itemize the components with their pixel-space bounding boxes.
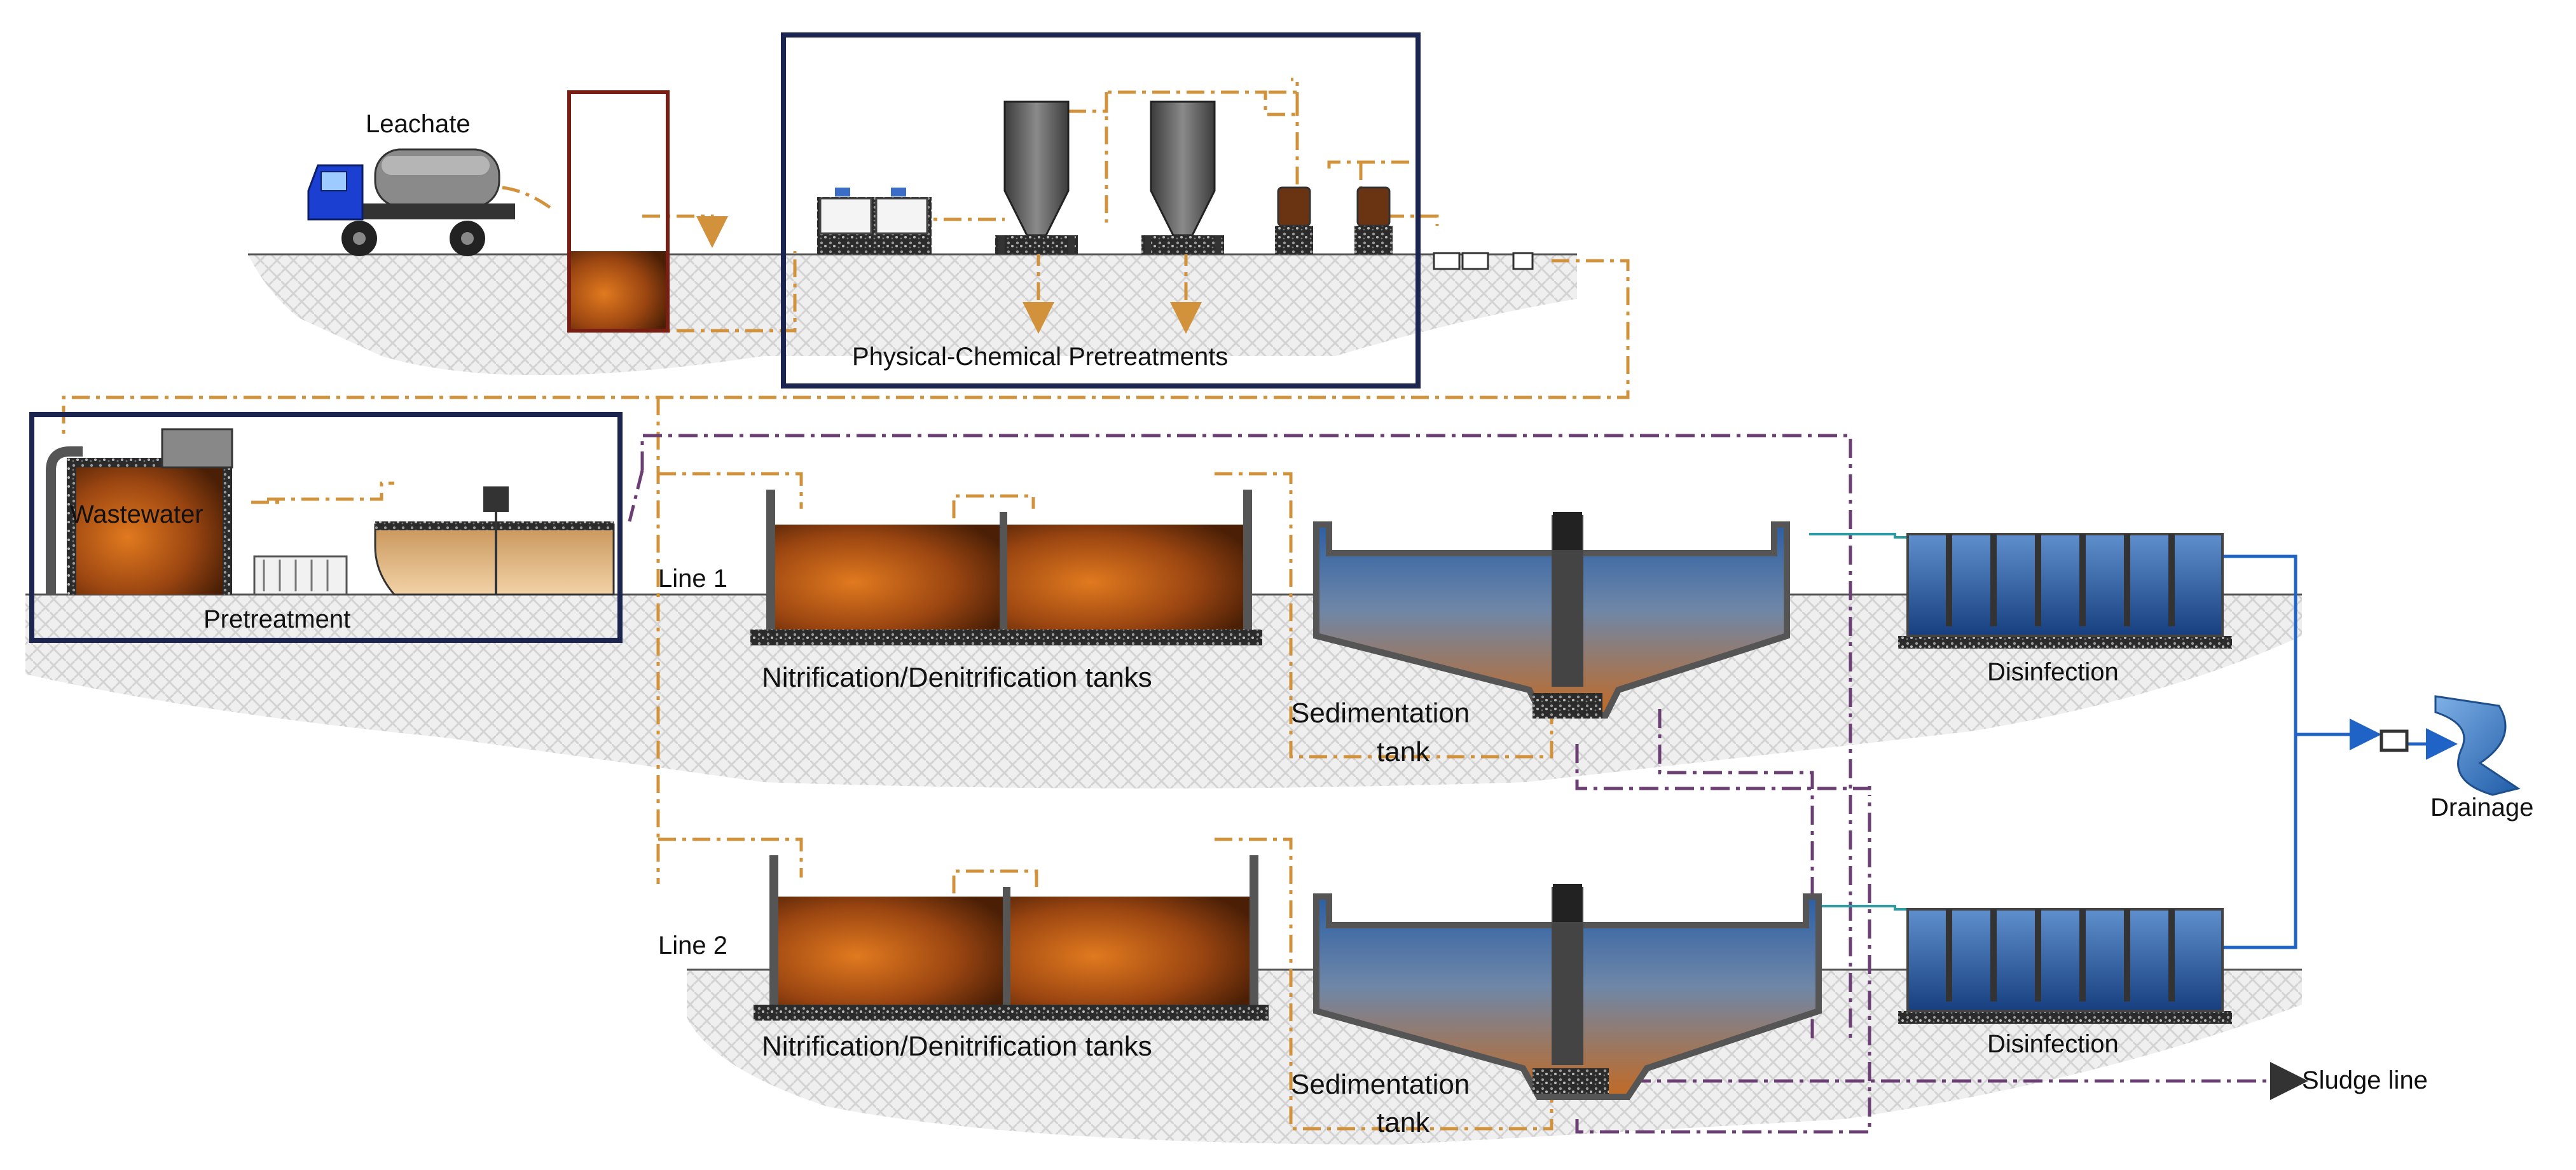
physical-chemical-label: Physical-Chemical Pretreatments (852, 343, 1228, 371)
pretreatment-label: Pretreatment (203, 605, 350, 633)
storage-tank (567, 90, 670, 333)
sedimentation-tank-line2 (1313, 884, 1822, 1100)
silo-1 (995, 100, 1078, 254)
nitrification-tanks-line1 (750, 490, 1262, 645)
physical-chemical-frame (781, 32, 1421, 389)
nitrification-label-line2: Nitrification/Denitrification tanks (762, 1031, 1152, 1062)
sand-tank (374, 486, 615, 596)
nitrification-tanks-line2 (754, 855, 1269, 1021)
sedimentation-tank-line1 (1313, 512, 1790, 719)
silo-2 (1141, 100, 1224, 254)
leachate-truck (307, 148, 515, 256)
disinfection-tank-line1 (1898, 533, 2232, 649)
sedimentation-label-line2-b: tank (1377, 1107, 1430, 1138)
drainage-label: Drainage (2430, 794, 2533, 822)
filters (1275, 186, 1393, 254)
wastewater-tank (46, 428, 233, 595)
screen-unit (253, 555, 348, 596)
drainage-outlet (2380, 695, 2521, 796)
disinfection-label-line1: Disinfection (1987, 658, 2119, 686)
disinfection-label-line2: Disinfection (1987, 1030, 2119, 1058)
leachate-label: Leachate (366, 110, 471, 138)
line1-label: Line 1 (658, 565, 727, 593)
small-boxes (1433, 252, 1534, 270)
recirculation-lines (628, 434, 2308, 1134)
pretreatment-frame (29, 412, 623, 643)
sedimentation-label-line2-a: Sedimentation (1291, 1069, 1470, 1100)
wastewater-label: Wastewater (70, 500, 203, 528)
sedimentation-label-line1-b: tank (1377, 736, 1430, 767)
sludge-line-label: Sludge line (2302, 1066, 2428, 1094)
nitrification-label-line1: Nitrification/Denitrification tanks (762, 662, 1152, 693)
disinfection-tank-line2 (1898, 908, 2232, 1024)
mixing-units (817, 188, 932, 254)
sedimentation-label-line1-a: Sedimentation (1291, 698, 1470, 729)
line2-label: Line 2 (658, 932, 727, 960)
